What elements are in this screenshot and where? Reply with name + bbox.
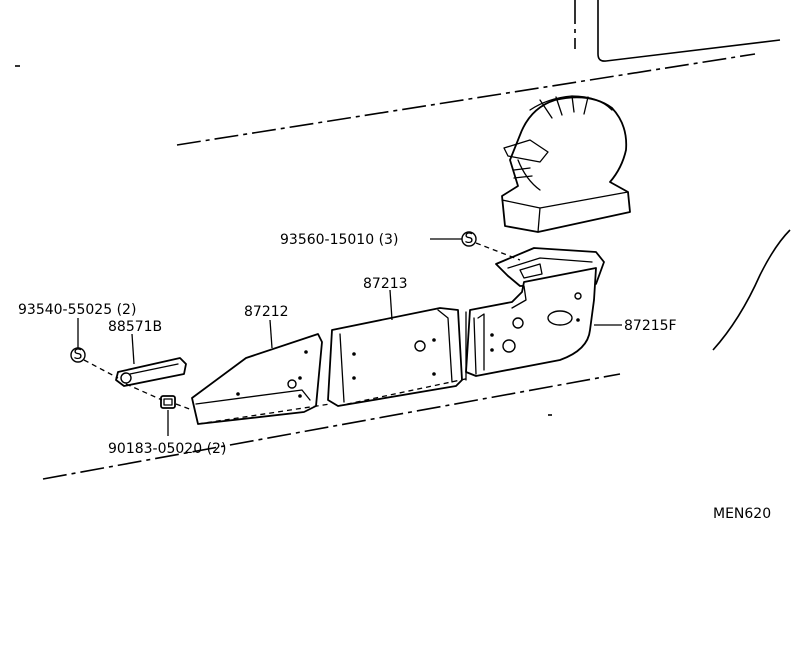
label-93540-55025: 93540-55025 (2): [18, 302, 136, 318]
vehicle-body-outline: [15, 0, 791, 480]
label-87212: 87212: [244, 304, 289, 320]
label-87215f: 87215F: [624, 318, 677, 334]
diagram-code: MEN620: [713, 506, 771, 522]
part-87215f-panel: [465, 267, 597, 377]
screw-symbol-letter: S: [465, 231, 474, 247]
label-87213: 87213: [363, 276, 408, 292]
spare-tire-carrier: [501, 95, 631, 233]
screw-symbol-letter: S: [74, 347, 83, 363]
leader-lines: [77, 238, 622, 436]
part-88571b-bracket: [115, 357, 187, 387]
part-87213-panel: [327, 307, 477, 407]
screw-symbol-93540: S: [70, 347, 86, 363]
part-87212-panel: [191, 333, 323, 425]
label-88571b: 88571B: [108, 319, 162, 335]
part-90183-05020-clip: [160, 395, 176, 409]
label-93560-15010: 93560-15010 (3): [280, 232, 398, 248]
label-90183-05020: 90183-05020 (2): [108, 441, 226, 457]
screw-symbol-93560: S: [461, 231, 477, 247]
assembly-dashed-lines: [83, 242, 521, 425]
